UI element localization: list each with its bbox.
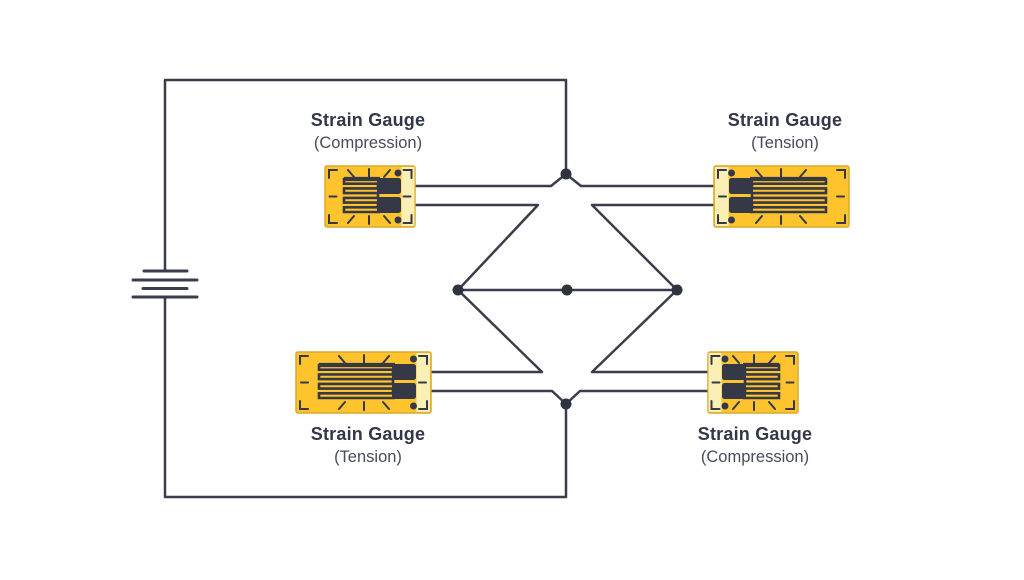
label-title: Strain Gauge bbox=[310, 424, 426, 444]
label-subtitle: (Tension) bbox=[751, 134, 819, 152]
junction-nodes bbox=[452, 168, 683, 410]
wire-bottomright-gauge-to-right-node bbox=[590, 288, 737, 374]
junction-node-top bbox=[560, 168, 572, 180]
wire-topright-gauge-to-top-node bbox=[564, 172, 746, 188]
supply-wires bbox=[163, 78, 568, 499]
label-bottom-left-gauge: Strain Gauge (Tension) bbox=[248, 423, 488, 468]
wire-supply-bottom bbox=[163, 295, 568, 499]
wire-bottomleft-gauge-to-left-node bbox=[398, 288, 544, 374]
wire-topright-gauge-to-right-node bbox=[590, 203, 746, 292]
strain-gauge-icon-top-right-tension bbox=[714, 166, 849, 227]
label-subtitle: (Tension) bbox=[334, 448, 402, 466]
label-bottom-right-gauge: Strain Gauge (Compression) bbox=[635, 423, 875, 468]
battery-icon bbox=[131, 269, 199, 299]
label-top-right-gauge: Strain Gauge (Tension) bbox=[665, 109, 905, 154]
label-title: Strain Gauge bbox=[697, 424, 813, 444]
bridge-arm-wires bbox=[388, 172, 746, 406]
label-subtitle: (Compression) bbox=[700, 448, 810, 466]
junction-node-center bbox=[561, 284, 573, 296]
strain-gauge-icon-top-left-compression bbox=[325, 166, 415, 227]
label-top-left-gauge: Strain Gauge (Compression) bbox=[248, 109, 488, 154]
wire-topleft-gauge-to-top-node bbox=[388, 172, 568, 188]
wire-bottomright-gauge-to-bottom-node bbox=[564, 389, 737, 406]
junction-node-left bbox=[452, 284, 464, 296]
wire-topleft-gauge-to-left-node bbox=[388, 203, 540, 292]
wire-supply-top bbox=[163, 78, 568, 273]
label-title: Strain Gauge bbox=[727, 110, 843, 130]
label-subtitle: (Compression) bbox=[313, 134, 423, 152]
wire-bottomleft-gauge-to-bottom-node bbox=[398, 389, 568, 406]
label-title: Strain Gauge bbox=[310, 110, 426, 130]
strain-gauge-icon-bottom-right-compression bbox=[708, 352, 798, 413]
junction-node-right bbox=[671, 284, 683, 296]
strain-gauge-icon-bottom-left-tension bbox=[296, 352, 431, 413]
junction-node-bottom bbox=[560, 398, 572, 410]
